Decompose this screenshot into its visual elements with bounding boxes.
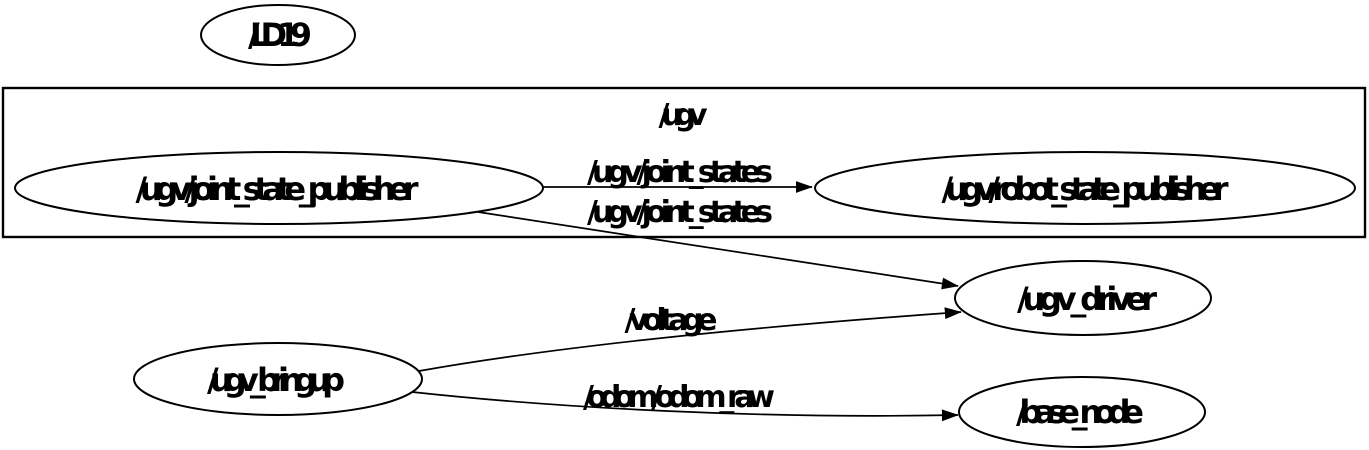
- edge-joint-states-to-driver-path: [477, 211, 959, 290]
- node-ugv-driver-ellipse: [954, 260, 1212, 336]
- node-ugv-bringup-label: /ugv_bringup: [207, 361, 345, 399]
- node-ugv-bringup: /ugv_bringup: [133, 342, 423, 416]
- edge-joint-states-to-driver: /ugv/joint_states: [477, 195, 959, 290]
- node-base-node-ellipse: [958, 376, 1206, 448]
- edge-odom-raw-path: [411, 391, 959, 422]
- edge-odom-raw: /odom/odom_raw: [411, 380, 959, 422]
- node-ugv-bringup-ellipse: [133, 342, 423, 416]
- node-robot-state-publisher: /ugv/robot_state_publisher: [814, 151, 1356, 225]
- cluster-ugv-box: [1, 86, 1367, 239]
- edge-voltage-path: [418, 307, 962, 372]
- edge-joint-states-to-driver-label: /ugv/joint_states: [587, 195, 773, 230]
- edge-voltage: /voltage: [418, 303, 962, 372]
- node-base-node-label: /base_node: [1016, 393, 1144, 431]
- edge-odom-raw-label: /odom/odom_raw: [583, 380, 775, 415]
- edge-joint-states-to-rsp-label: /ugv/joint_states: [587, 155, 773, 190]
- edge-voltage-label: /voltage: [625, 303, 718, 338]
- node-base-node: /base_node: [958, 376, 1206, 448]
- node-ugv-driver: /ugv_driver: [954, 260, 1212, 336]
- node-robot-state-publisher-ellipse: [814, 151, 1356, 225]
- node-ugv-driver-label: /ugv_driver: [1017, 280, 1157, 318]
- node-ld19-label: /LD19: [248, 16, 312, 54]
- node-joint-state-publisher-ellipse: [14, 151, 544, 225]
- cluster-ugv: /ugv: [1, 86, 1367, 239]
- cluster-ugv-label: /ugv: [659, 98, 708, 133]
- node-ld19-ellipse: [200, 4, 356, 66]
- node-joint-state-publisher-label: /ugv/joint_state_publisher: [136, 170, 419, 208]
- edge-joint-states-to-rsp: /ugv/joint_states: [543, 155, 813, 193]
- node-robot-state-publisher-label: /ugv/robot_state_publisher: [942, 170, 1229, 208]
- node-ld19: /LD19: [200, 4, 356, 66]
- node-joint-state-publisher: /ugv/joint_state_publisher: [14, 151, 544, 225]
